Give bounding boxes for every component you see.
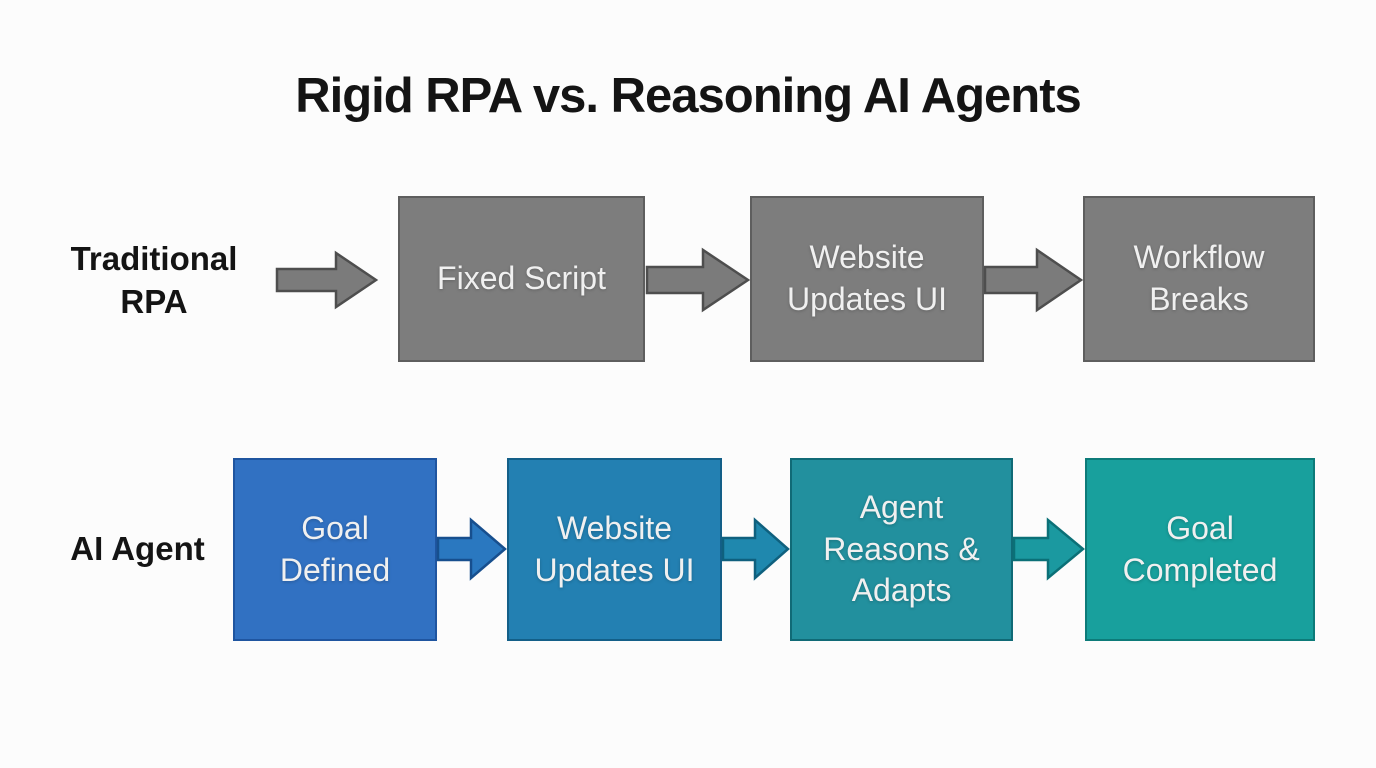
arrow-right-icon [436,517,507,581]
box-text-line: Website [556,509,672,546]
row-label-ai-agent: AI Agent [30,528,245,571]
flow-box-agent-reasons-adapts: Agent Reasons & Adapts [790,458,1013,641]
arrow-right-icon [721,517,790,581]
flow-box-goal-completed: Goal Completed [1085,458,1315,641]
row-label-line: AI Agent [70,530,205,567]
box-text-line: Defined [279,551,391,588]
box-text-line: Goal [301,509,369,546]
arrow-right-icon [645,247,751,313]
arrow-right-icon [983,247,1084,313]
box-text-line: Completed [1122,551,1278,588]
box-text-line: Breaks [1149,281,1249,317]
box-text-line: Updates UI [534,551,695,588]
box-text-line: Updates UI [786,281,948,317]
row-label-line: Traditional [70,240,238,277]
box-text-line: Goal [1166,509,1234,546]
arrow-right-icon [275,250,379,310]
row-label-traditional-rpa: Traditional RPA [40,238,268,324]
box-text-line: Fixed Script [437,260,606,297]
flow-box-website-updates-ui-rpa: Website Updates UI [750,196,984,362]
flow-box-website-updates-ui-agent: Website Updates UI [507,458,722,641]
flow-box-goal-defined: Goal Defined [233,458,437,641]
box-text-line: Agent [859,489,944,526]
box-text-line: Workflow [1133,239,1265,276]
flow-box-workflow-breaks: Workflow Breaks [1083,196,1315,362]
box-text-line: Adapts [851,572,952,609]
row-label-line: RPA [120,282,188,320]
flow-box-fixed-script: Fixed Script [398,196,645,362]
diagram-title: Rigid RPA vs. Reasoning AI Agents [295,69,1082,123]
box-text-line: Reasons & [823,530,980,567]
arrow-right-icon [1012,517,1085,581]
box-text-line: Website [809,239,925,276]
